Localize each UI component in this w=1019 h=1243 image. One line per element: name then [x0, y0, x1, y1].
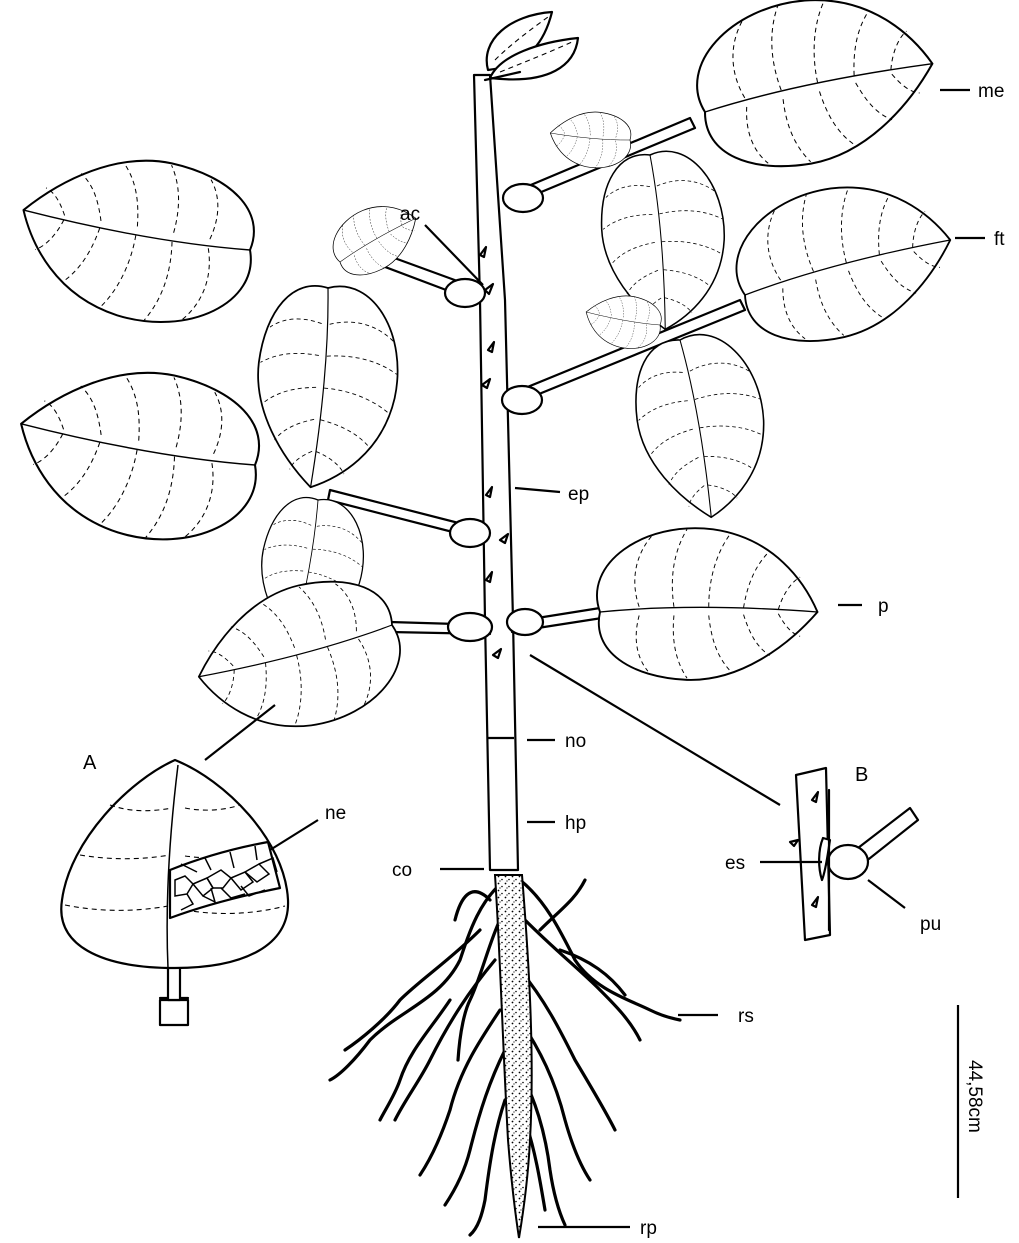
label-ac: ac [400, 204, 420, 225]
label-rs: rs [738, 1006, 754, 1027]
label-ep: ep [568, 484, 589, 505]
label-pu: pu [920, 914, 941, 935]
inset-b-node [790, 768, 918, 940]
label-hp: hp [565, 813, 586, 834]
label-es: es [725, 853, 745, 874]
label-p: p [878, 596, 889, 617]
scale-bar-label: 44,58cm [964, 1060, 985, 1133]
label-rp: rp [640, 1218, 657, 1239]
root-system [330, 875, 680, 1238]
leaf-lower-left [183, 564, 415, 751]
apical-leaves [485, 12, 578, 80]
inset-b-title: B [855, 764, 868, 786]
label-co: co [392, 860, 412, 881]
label-ft: ft [994, 229, 1005, 250]
leaf-lower-right [597, 528, 818, 680]
label-me: me [978, 81, 1004, 102]
label-ne: ne [325, 803, 346, 824]
inset-a-leaflet [61, 760, 288, 1025]
inset-a-title: A [83, 752, 97, 774]
label-no: no [565, 731, 586, 752]
